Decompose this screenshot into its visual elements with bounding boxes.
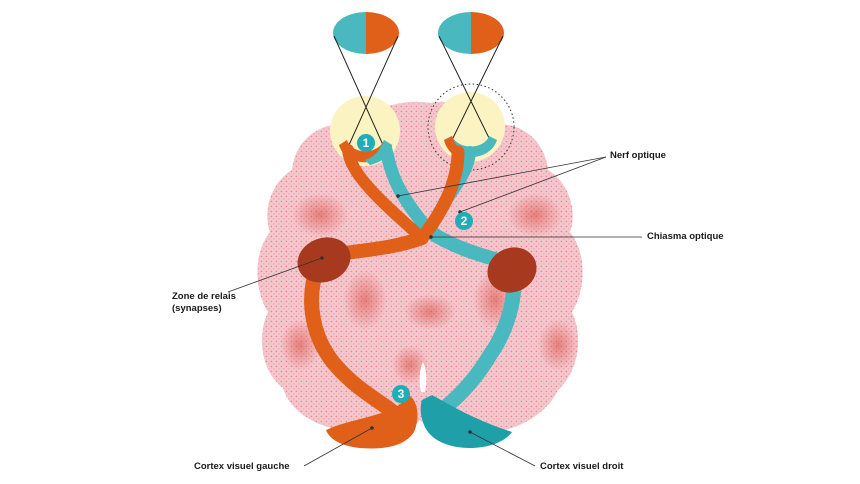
right-visual-field-icon [438,12,504,54]
visual-field-lines [333,35,504,146]
label-relay-zone-line1: Zone de relais [172,291,236,302]
eye-highlight-circle [427,83,515,171]
relay-zone-right [487,247,537,293]
label-optic-nerve: Nerf optique [610,150,666,161]
label-optic-chiasm: Chiasma optique [647,231,724,242]
relay-zone-left [297,237,351,283]
label-relay-zone: Zone de relais (synapses) [172,291,236,315]
cortex-right [420,395,512,448]
label-relay-zone-line2: (synapses) [172,303,222,314]
badge-2: 2 [455,212,473,230]
badge-3: 3 [392,385,410,403]
badge-1: 1 [357,134,375,152]
cortex-left [326,396,418,449]
brain-silhouette [257,101,583,436]
label-cortex-right: Cortex visuel droit [540,461,624,472]
leader-lines [227,156,642,467]
left-visual-field-icon [333,12,399,54]
label-cortex-left: Cortex visuel gauche [194,461,290,472]
